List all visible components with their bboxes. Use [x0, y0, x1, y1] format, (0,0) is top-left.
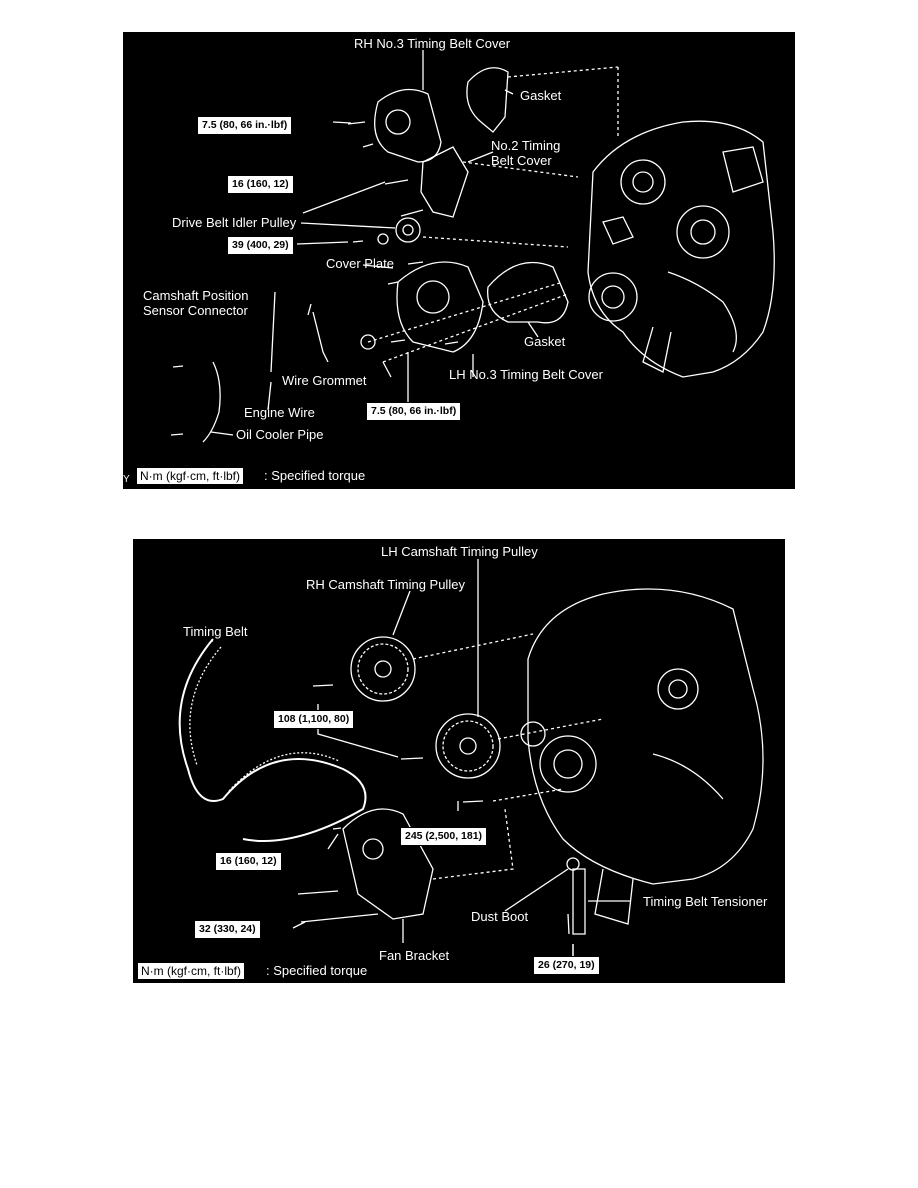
torque-box-no2-cover-bolt: 16 (160, 12) [227, 175, 294, 194]
label-gasket-lower: Gasket [524, 334, 566, 349]
legend-torque-unit-box: N·m (kgf·cm, ft·lbf) [137, 468, 243, 484]
label-rh-no3-timing-belt-cover: RH No.3 Timing Belt Cover [354, 36, 511, 51]
corner-mark: Y [123, 474, 130, 485]
legend-torque-unit-box: N·m (kgf·cm, ft·lbf) [138, 963, 244, 979]
tensioner-shape [572, 868, 586, 935]
label-wire-grommet: Wire Grommet [282, 373, 367, 388]
torque-box-bracket-long-bolt: 32 (330, 24) [194, 920, 261, 939]
lh-no3-cover-shape [396, 261, 484, 353]
engine-block-outline [587, 120, 775, 378]
gasket-lower-shape [487, 261, 569, 324]
fan-bracket-shape [342, 808, 434, 920]
timing-belt-shape [178, 638, 367, 842]
torque-box-lh-cover-bolt: 7.5 (80, 66 in.·lbf) [366, 402, 462, 421]
label-rh-camshaft-timing-pulley: RH Camshaft Timing Pulley [306, 577, 465, 592]
label-timing-belt: Timing Belt [183, 624, 248, 639]
torque-box-cam-pulley-bolt: 108 (1,100, 80) [273, 710, 355, 729]
label-drive-belt-idler-pulley: Drive Belt Idler Pulley [172, 215, 297, 230]
engine-pulley-lower [588, 272, 638, 322]
torque-box-bracket-nut: 16 (160, 12) [215, 852, 282, 871]
label-lh-camshaft-timing-pulley: LH Camshaft Timing Pulley [381, 544, 538, 559]
exploded-view-timing-belt-covers: RH No.3 Timing Belt Cover Gasket No.2 Ti… [123, 32, 795, 489]
no2-cover-shape [420, 146, 469, 218]
dust-boot-shape [566, 857, 580, 871]
label-oil-cooler-pipe: Oil Cooler Pipe [236, 427, 324, 442]
label-lh-no3-timing-belt-cover: LH No.3 Timing Belt Cover [449, 367, 603, 382]
engine-pulley-right [676, 205, 730, 259]
engine-block-outline [527, 588, 764, 885]
gasket-upper-shape [466, 67, 509, 133]
legend-specified-torque: : Specified torque [266, 963, 368, 978]
label-cam-sensor-line2: Sensor Connector [143, 303, 248, 318]
torque-box-rh-cover-bolt: 7.5 (80, 66 in.·lbf) [197, 116, 293, 135]
torque-box-idler-pulley-bolt: 39 (400, 29) [227, 236, 294, 255]
legend-specified-torque: : Specified torque [264, 468, 366, 483]
torque-box-fan-bracket-bolt: 245 (2,500, 181) [400, 827, 488, 846]
label-gasket-upper: Gasket [520, 88, 562, 103]
bottom-linework [178, 559, 764, 959]
top-linework [170, 50, 775, 443]
engine-pulley-main [539, 735, 597, 793]
label-no2-cover-line2: Belt Cover [491, 153, 552, 168]
engine-pulley-upper [620, 159, 666, 205]
label-timing-belt-tensioner: Timing Belt Tensioner [643, 894, 768, 909]
engine-wire-shape [270, 291, 276, 373]
lh-cam-pulley-shape [435, 713, 501, 779]
exploded-view-timing-belt-pulleys: LH Camshaft Timing Pulley RH Camshaft Ti… [133, 539, 785, 983]
idler-pulley-shape [395, 217, 421, 243]
label-no2-cover-line1: No.2 Timing [491, 138, 561, 153]
label-cover-plate: Cover Plate [326, 256, 394, 271]
label-fan-bracket: Fan Bracket [379, 948, 450, 963]
label-dust-boot: Dust Boot [471, 909, 529, 924]
label-cam-sensor-line1: Camshaft Position [143, 288, 249, 303]
rh-cam-pulley-shape [350, 636, 416, 702]
label-engine-wire: Engine Wire [244, 405, 315, 420]
rh-no3-cover-shape [374, 88, 442, 163]
torque-box-tensioner-bolt: 26 (270, 19) [533, 956, 600, 975]
